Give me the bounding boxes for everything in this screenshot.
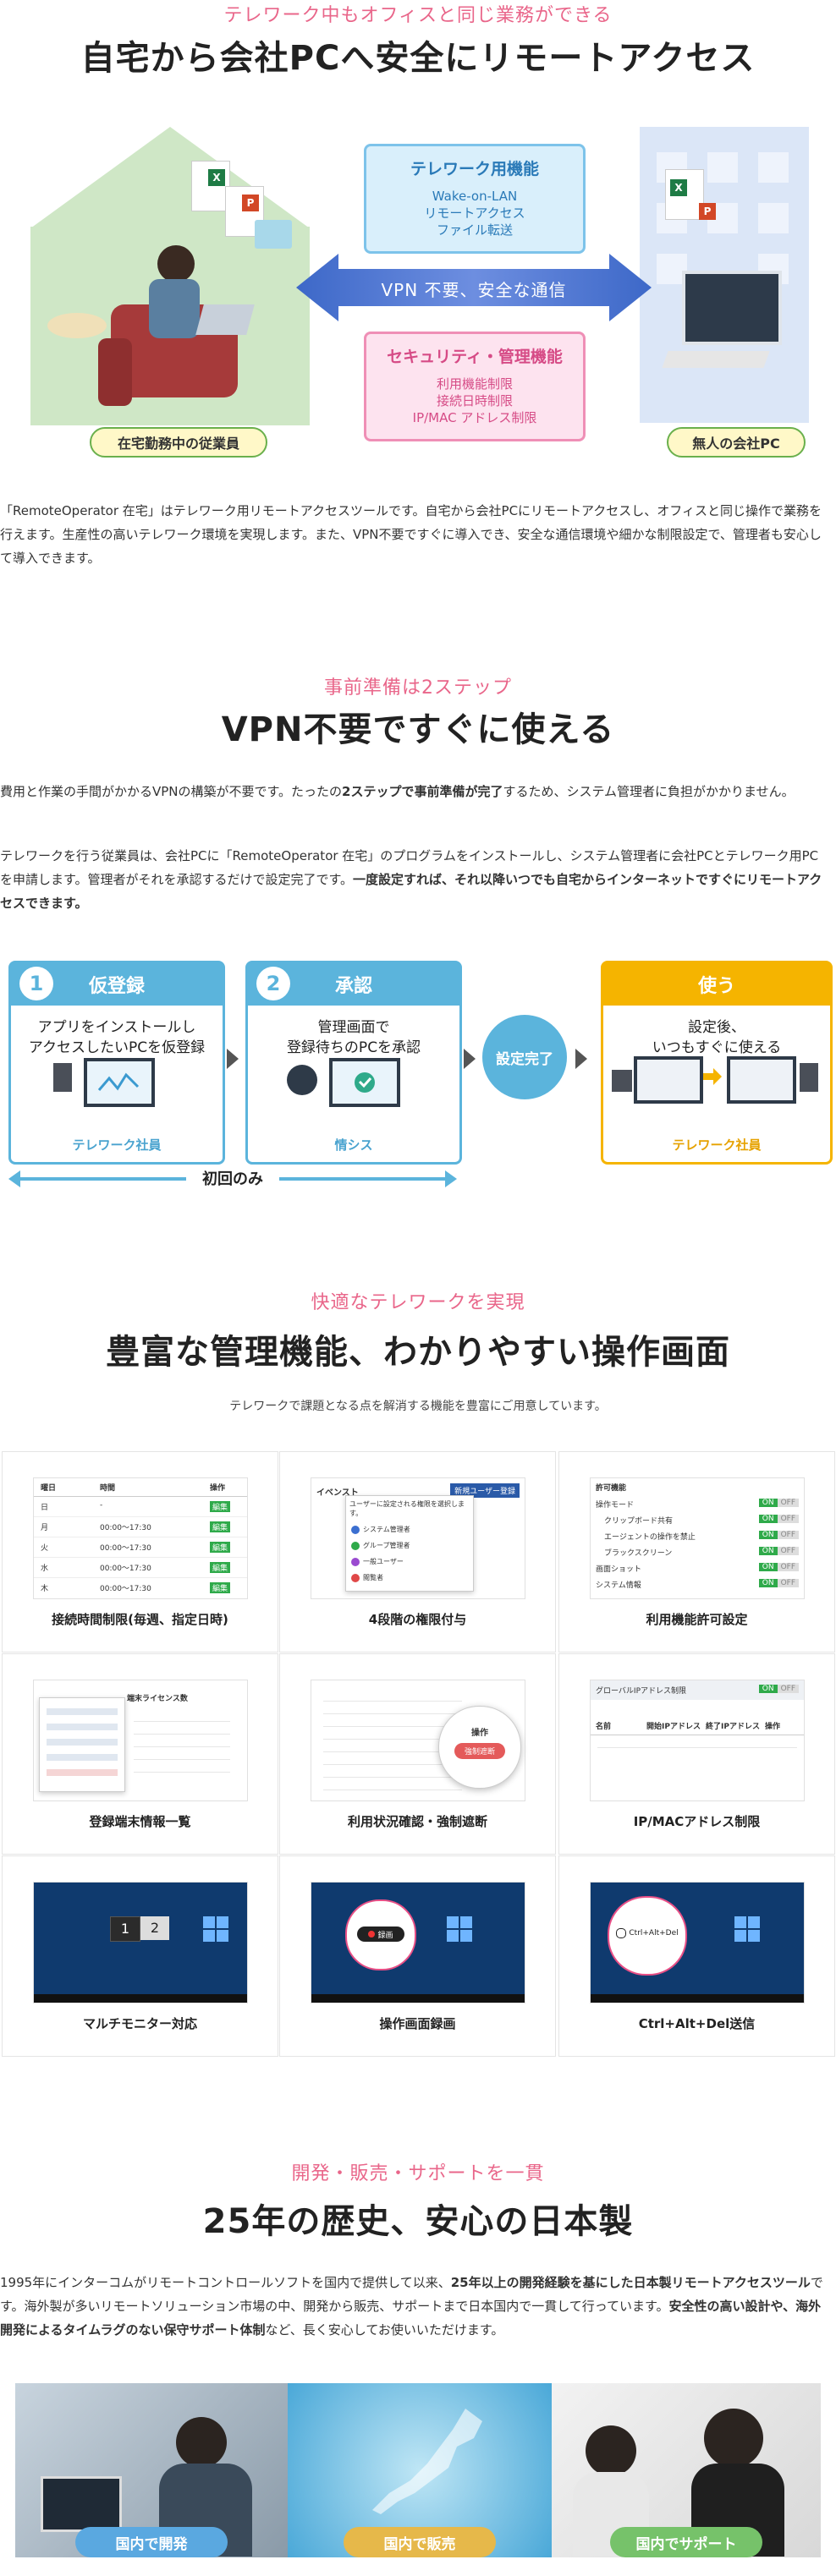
monitor-icon xyxy=(329,1058,400,1107)
section1-kicker: テレワーク中もオフィスと同じ業務ができる xyxy=(223,5,613,26)
security-box-title: セキュリティ・管理機能 xyxy=(387,348,563,366)
telework-feature-box: テレワーク用機能 Wake-on-LAN リモートアクセス ファイル転送 xyxy=(364,144,586,254)
section4-heading: 25年の歴史、安心の日本製 xyxy=(202,2202,634,2241)
step-title: 使う xyxy=(697,976,735,997)
windows-logo-icon xyxy=(447,1916,472,1942)
step-title: 承認 xyxy=(334,976,372,997)
feature-caption: Ctrl+Alt+Del送信 xyxy=(638,2016,756,2031)
step-arrow-icon xyxy=(227,1049,239,1069)
telework-box-title: テレワーク用機能 xyxy=(410,160,539,178)
excel-icon: X xyxy=(670,179,687,196)
vpn-arrow xyxy=(296,254,652,321)
building-icon xyxy=(800,1063,818,1092)
office-illustration: X P xyxy=(640,127,809,423)
telework-item: Wake-on-LAN xyxy=(432,189,518,204)
security-item: 接続日時制限 xyxy=(436,393,513,408)
monitor-icon xyxy=(727,1056,796,1104)
vpn-text: VPN 不要、安全な通信 xyxy=(381,280,567,300)
photo-support: 国内でサポート xyxy=(552,2383,821,2557)
powerpoint-icon: P xyxy=(242,195,259,211)
feature-caption: 登録端末情報一覧 xyxy=(89,1814,191,1829)
photo-sales: 国内で販売 xyxy=(288,2383,552,2557)
step-card-use: 使う 設定後、 いつもすぐに使える テレワーク社員 xyxy=(601,961,833,1165)
step-arrow-icon xyxy=(575,1049,587,1069)
photo-caption: 国内でサポート xyxy=(610,2527,762,2557)
step-text-line: いつもすぐに使える xyxy=(652,1039,782,1056)
photo-caption: 国内で販売 xyxy=(344,2527,496,2557)
feature-cell-ctrl-alt-del: Ctrl+Alt+Del Ctrl+Alt+Del送信 xyxy=(558,1855,835,2057)
feature-cell-recording: 録画 操作画面録画 xyxy=(279,1855,556,2057)
section1-paragraph: 「RemoteOperator 在宅」はテレワーク用リモートアクセスツールです。… xyxy=(0,503,822,566)
setup-complete-badge: 設定完了 xyxy=(482,1015,567,1099)
section2-paragraph-1: 費用と作業の手間がかかるVPNの構築が不要です。たったの2ステップで事前準備が完… xyxy=(0,784,795,799)
building-icon xyxy=(53,1063,72,1092)
excel-icon: X xyxy=(208,169,225,186)
step-card-approve: 2 承認 管理画面で 登録待ちのPCを承認 情シス xyxy=(245,961,462,1165)
force-disconnect-button: 強制遮断 xyxy=(454,1743,505,1759)
office-label: 無人の会社PC xyxy=(667,427,806,458)
step-text-line: 設定後、 xyxy=(688,1019,745,1036)
telework-item: リモートアクセス xyxy=(424,206,525,221)
section4-paragraph: 1995年にインターコムがリモートコントロールソフトを国内で提供して以来、25年… xyxy=(0,2275,823,2338)
cad-icon xyxy=(616,1928,627,1938)
step-text-line: アクセスしたいPCを仮登録 xyxy=(28,1039,206,1056)
feature-caption: 利用状況確認・強制遮断 xyxy=(347,1814,487,1829)
feature-caption: 接続時間制限(毎週、指定日時) xyxy=(52,1612,228,1627)
section1-heading: 自宅から会社PCへ安全にリモートアクセス xyxy=(80,39,756,78)
step-number: 2 xyxy=(256,967,290,1000)
step-foot: テレワーク社員 xyxy=(72,1137,162,1153)
user-avatar-icon xyxy=(287,1065,317,1095)
feature-caption: マルチモニター対応 xyxy=(82,2016,197,2031)
home-illustration: X P xyxy=(30,127,310,425)
feature-caption: 利用機能許可設定 xyxy=(646,1612,748,1627)
monitor-icon xyxy=(84,1058,155,1107)
section2-paragraph-2: テレワークを行う従業員は、会社PCに「RemoteOperator 在宅」のプロ… xyxy=(0,848,822,911)
arrow-right-icon xyxy=(703,1068,722,1085)
japan-map-icon xyxy=(372,2409,482,2514)
step-text-line: 登録待ちのPCを承認 xyxy=(286,1039,421,1056)
step-number: 1 xyxy=(19,967,53,1000)
section3-kicker: 快適なテレワークを実現 xyxy=(311,1292,525,1313)
photo-development: 国内で開発 xyxy=(15,2383,288,2557)
home-label: 在宅勤務中の従業員 xyxy=(90,427,267,458)
section3-subtitle: テレワークで課題となる点を解消する機能を豊富にご用意しています。 xyxy=(229,1400,607,1413)
section2-heading: VPN不要ですぐに使える xyxy=(221,710,615,749)
windows-logo-icon xyxy=(203,1916,228,1942)
feature-caption: IP/MACアドレス制限 xyxy=(633,1814,761,1829)
feature-cell-usage-monitor: 操作 強制遮断 利用状況確認・強制遮断 xyxy=(279,1653,556,1855)
windows-logo-icon xyxy=(734,1916,760,1942)
telework-item: ファイル転送 xyxy=(436,222,513,238)
step-title: 仮登録 xyxy=(88,976,145,997)
security-item: IP/MAC アドレス制限 xyxy=(412,410,537,425)
folder-icon xyxy=(255,220,292,249)
feature-cell-multi-monitor: 1 2 マルチモニター対応 xyxy=(2,1855,278,2057)
record-dot-icon xyxy=(368,1931,376,1937)
step-text-line: 管理画面で xyxy=(317,1019,390,1036)
photo-caption: 国内で開発 xyxy=(75,2527,228,2557)
feature-caption: 操作画面録画 xyxy=(379,2016,456,2031)
section2-kicker: 事前準備は2ステップ xyxy=(324,677,512,699)
home-icon xyxy=(612,1070,632,1092)
section3-heading: 豊富な管理機能、わかりやすい操作画面 xyxy=(106,1333,730,1372)
step-text-line: アプリをインストールし xyxy=(37,1019,196,1036)
section4-kicker: 開発・販売・サポートを一貫 xyxy=(291,2163,545,2184)
feature-caption: 4段階の権限付与 xyxy=(368,1612,467,1627)
monitor-icon xyxy=(634,1056,703,1104)
security-item: 利用機能制限 xyxy=(436,376,513,392)
feature-cell-permissions: イベンスト 新規ユーザー登録 ユーザーに設定される権限を選択します。 システム管… xyxy=(279,1451,556,1652)
first-time-only-label: 初回のみ xyxy=(186,1167,279,1189)
security-feature-box: セキュリティ・管理機能 利用機能制限 接続日時制限 IP/MAC アドレス制限 xyxy=(364,332,586,441)
feature-cell-device-list: 端末ライセンス数 登録端末情報一覧 xyxy=(2,1653,278,1855)
step-foot: テレワーク社員 xyxy=(672,1137,762,1153)
step-arrow-icon xyxy=(464,1049,476,1069)
step-foot: 情シス xyxy=(334,1137,373,1153)
step-card-register: 1 仮登録 アプリをインストールし アクセスしたいPCを仮登録 テレワーク社員 xyxy=(8,961,225,1165)
powerpoint-icon: P xyxy=(699,203,716,220)
